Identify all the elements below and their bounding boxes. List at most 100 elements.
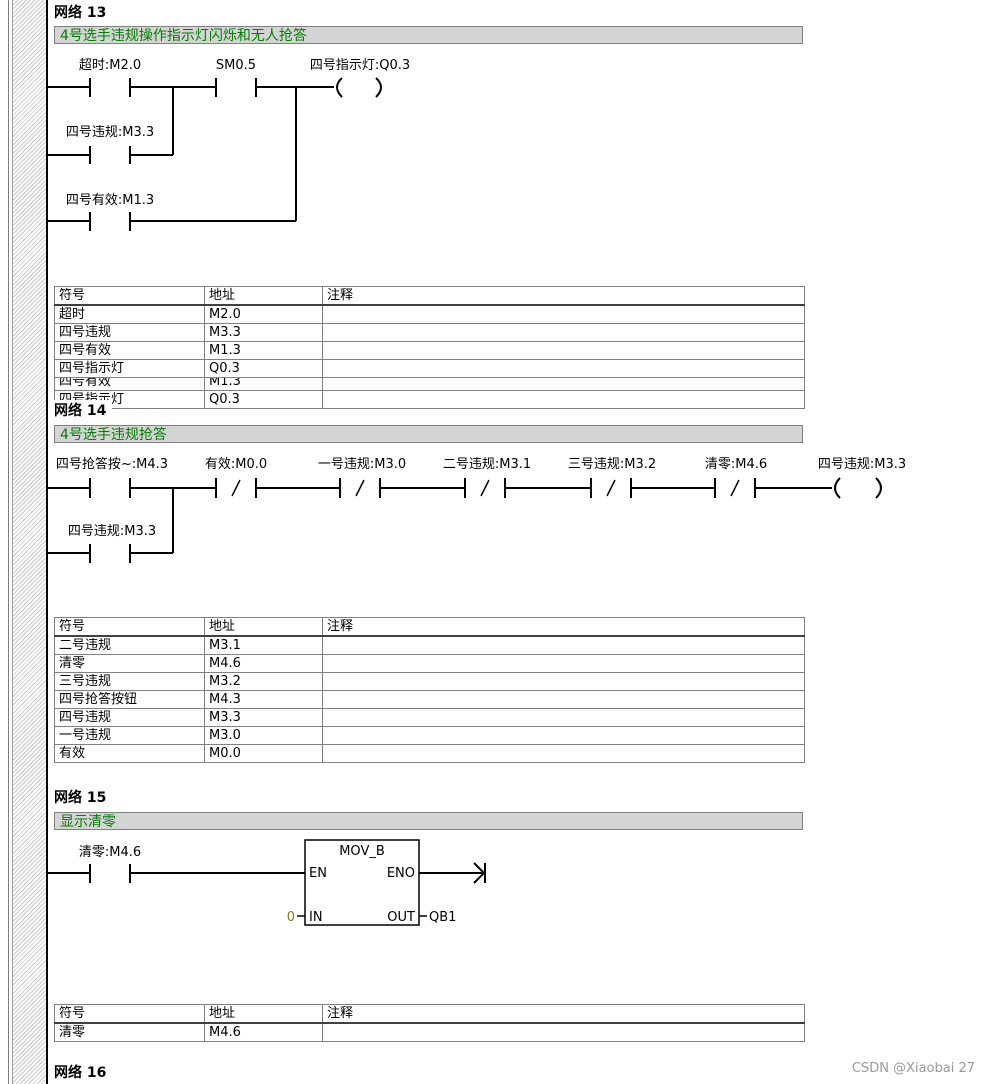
cell-address[interactable]: M3.3 (204, 323, 323, 342)
network-13-comment[interactable]: 4号选手违规操作指示灯闪烁和无人抢答 (54, 26, 803, 44)
rail-border (8, 0, 9, 1084)
cell-address[interactable]: M4.6 (204, 654, 323, 673)
network-13-title[interactable]: 网络 13 (54, 5, 107, 21)
cell-address[interactable]: M0.0 (204, 744, 323, 763)
cell-address[interactable]: Q0.3 (204, 359, 323, 378)
cell-address[interactable]: M4.3 (204, 690, 323, 709)
col-header-comment[interactable]: 注释 (322, 617, 805, 637)
cell-address[interactable]: M4.6 (204, 1022, 323, 1042)
cell-symbol: 四号有效 (54, 378, 205, 391)
table-row[interactable]: 四号违规 M3.3 (54, 323, 805, 342)
network-15-title[interactable]: 网络 15 (54, 790, 107, 806)
cell-symbol[interactable]: 三号违规 (54, 672, 205, 691)
cell-comment[interactable] (322, 744, 805, 763)
cell-symbol[interactable]: 有效 (54, 744, 205, 763)
contact-n14-v1-nc[interactable] (339, 478, 381, 498)
mov-b-out: OUT (387, 910, 415, 925)
contact-n13-valid[interactable] (89, 212, 131, 231)
contact-n13-sm05[interactable] (215, 78, 257, 97)
cell-comment[interactable] (322, 726, 805, 745)
network-14-comment[interactable]: 4号选手违规抢答 (54, 425, 803, 443)
contact-n13-violation[interactable] (89, 146, 131, 164)
coil-n13-indicator[interactable] (336, 77, 382, 98)
contact-n14-v2-nc[interactable] (464, 478, 506, 498)
cell-symbol[interactable]: 清零 (54, 1022, 205, 1042)
table-row[interactable]: 超时 M2.0 (54, 304, 805, 324)
contact-n14-v3-nc[interactable] (590, 478, 632, 498)
cell-comment[interactable] (322, 1022, 805, 1042)
label-n14-v1: 一号违规:M3.0 (318, 457, 406, 472)
label-n15-clear: 清零:M4.6 (79, 845, 141, 860)
rail-hatch (12, 0, 47, 1084)
cell-address[interactable]: M2.0 (204, 304, 323, 324)
cell-symbol[interactable]: 二号违规 (54, 635, 205, 655)
table-row[interactable]: 四号指示灯 Q0.3 (54, 359, 805, 378)
contact-n15-clear[interactable] (89, 864, 131, 883)
col-header-comment[interactable]: 注释 (322, 286, 805, 306)
table-row[interactable]: 四号有效 M1.3 (54, 341, 805, 360)
power-rail (46, 0, 48, 1084)
col-header-address[interactable]: 地址 (204, 617, 323, 637)
cell-address[interactable]: M3.3 (204, 708, 323, 727)
cell-address[interactable]: M3.2 (204, 672, 323, 691)
mov-b-eno: ENO (387, 866, 415, 881)
cell-comment[interactable] (322, 690, 805, 709)
label-n14-coil: 四号违规:M3.3 (818, 457, 906, 472)
cell-symbol[interactable]: 四号抢答按钮 (54, 690, 205, 709)
cell-symbol[interactable]: 四号指示灯 (54, 359, 205, 378)
col-header-symbol[interactable]: 符号 (54, 1004, 205, 1024)
label-n13-sm05: SM0.5 (216, 58, 256, 73)
contact-n14-selfhold[interactable] (89, 544, 131, 563)
cell-address[interactable]: M1.3 (204, 341, 323, 360)
network-15-comment[interactable]: 显示清零 (54, 812, 803, 830)
coil-n14-violation[interactable] (834, 477, 882, 499)
cell-comment[interactable] (322, 672, 805, 691)
cell-address[interactable]: M3.0 (204, 726, 323, 745)
contact-n14-clear-nc[interactable] (714, 478, 756, 498)
mov-b-in-value[interactable]: 0 (287, 910, 295, 925)
cell-symbol[interactable]: 四号违规 (54, 323, 205, 342)
label-n13-valid: 四号有效:M1.3 (66, 193, 154, 208)
cell-comment[interactable] (322, 708, 805, 727)
mov-b-out-value[interactable]: QB1 (429, 910, 456, 925)
cell-symbol[interactable]: 超时 (54, 304, 205, 324)
network-16-title[interactable]: 网络 16 (54, 1065, 107, 1081)
cell-address[interactable]: M3.1 (204, 635, 323, 655)
col-header-symbol[interactable]: 符号 (54, 286, 205, 306)
cell-symbol[interactable]: 四号违规 (54, 708, 205, 727)
contact-n14-valid-nc[interactable] (215, 478, 257, 498)
cell-symbol[interactable]: 一号违规 (54, 726, 205, 745)
label-n14-clear: 清零:M4.6 (705, 457, 767, 472)
cell-address: Q0.3 (204, 390, 323, 409)
cell-comment[interactable] (322, 341, 805, 360)
contact-n14-button[interactable] (89, 478, 131, 498)
mov-b-name: MOV_B (339, 844, 385, 859)
cell-comment[interactable] (322, 323, 805, 342)
table-row: 四号有效 M1.3 (54, 378, 805, 391)
col-header-symbol[interactable]: 符号 (54, 617, 205, 637)
col-header-address[interactable]: 地址 (204, 1004, 323, 1024)
contact-n13-timeout[interactable] (48, 78, 131, 97)
network-14-title[interactable]: 网络 14 (54, 400, 113, 420)
mov-b-box[interactable] (304, 839, 420, 926)
cell-comment[interactable] (322, 304, 805, 324)
mov-b-in: IN (309, 910, 323, 925)
cell-comment[interactable] (322, 359, 805, 378)
cell-comment[interactable] (322, 654, 805, 673)
col-header-comment[interactable]: 注释 (322, 1004, 805, 1024)
clipped-table-overlap: 四号有效 M1.3 四号指示灯 Q0.3 (54, 378, 805, 410)
col-header-address[interactable]: 地址 (204, 286, 323, 306)
cell-symbol[interactable]: 清零 (54, 654, 205, 673)
cell-symbol[interactable]: 四号有效 (54, 341, 205, 360)
cell-comment[interactable] (322, 635, 805, 655)
